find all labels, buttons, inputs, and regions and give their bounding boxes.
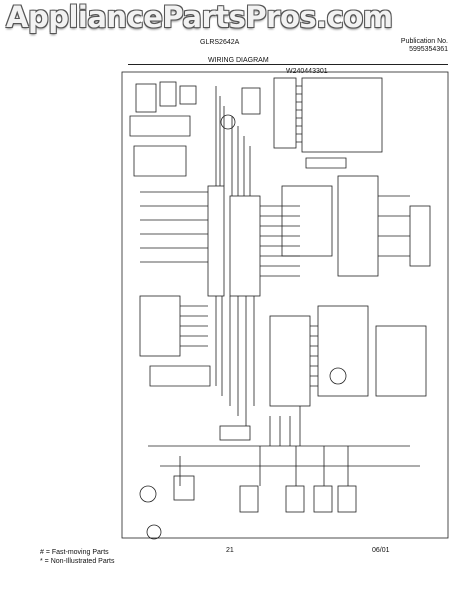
wire-harness <box>229 195 261 297</box>
publication-block: Publication No. 5995354361 <box>401 38 448 54</box>
harness-wires <box>140 191 208 263</box>
model-number: GLRS2642A <box>200 39 240 46</box>
lower-wires <box>148 445 420 486</box>
board-wires <box>378 195 410 257</box>
terminal-block <box>269 315 311 407</box>
harness-wires <box>215 296 255 426</box>
component-box <box>337 485 357 513</box>
fuse <box>305 157 347 169</box>
lower-wires <box>269 406 301 446</box>
component-box <box>313 485 333 513</box>
fan-motor-symbol <box>139 485 157 503</box>
harness-wires <box>260 205 300 277</box>
dispenser-module <box>139 295 181 357</box>
publication-number: 5995354361 <box>409 46 448 53</box>
schematic-frame <box>121 71 449 539</box>
diagram-part-number: W240443301 <box>286 68 328 75</box>
motor-symbol <box>329 367 347 385</box>
control-board <box>281 185 333 257</box>
component-box <box>135 83 157 113</box>
terminal-block <box>301 77 383 153</box>
terminal-block <box>273 77 297 149</box>
board-wires <box>310 325 318 387</box>
dispenser-wires <box>180 305 208 347</box>
wire-harness <box>207 185 225 297</box>
component-box <box>239 485 259 513</box>
page-number: 21 <box>226 547 234 554</box>
wiring-schematic <box>121 71 449 540</box>
connector-block <box>129 115 191 137</box>
connector-block <box>149 365 211 387</box>
component-box <box>241 87 261 115</box>
relay-bank <box>375 325 427 397</box>
fan-motor-symbol <box>146 524 162 540</box>
component-box <box>159 81 177 107</box>
component-box <box>173 475 195 501</box>
watermark-logo: AppliancePartsPros.com <box>6 0 393 34</box>
component-box <box>179 85 197 105</box>
fast-moving-note: # = Fast-moving Parts <box>40 549 109 556</box>
connector-block <box>133 145 187 177</box>
publication-label: Publication No. <box>400 38 448 45</box>
non-illustrated-note: * = Non-Illustrated Parts <box>40 558 115 565</box>
footer-legend: # = Fast-moving Parts * = Non-Illustrate… <box>40 548 115 566</box>
heater-element <box>219 425 251 441</box>
control-board <box>337 175 379 277</box>
control-board <box>317 305 369 397</box>
motor-symbol <box>220 114 236 130</box>
terminal-wires <box>296 85 302 143</box>
diagram-title: WIRING DIAGRAM <box>208 57 269 64</box>
harness-wires <box>215 86 251 196</box>
component-box <box>285 485 305 513</box>
document-date: 06/01 <box>372 547 390 554</box>
relay <box>409 205 431 267</box>
header-rule <box>128 64 448 65</box>
